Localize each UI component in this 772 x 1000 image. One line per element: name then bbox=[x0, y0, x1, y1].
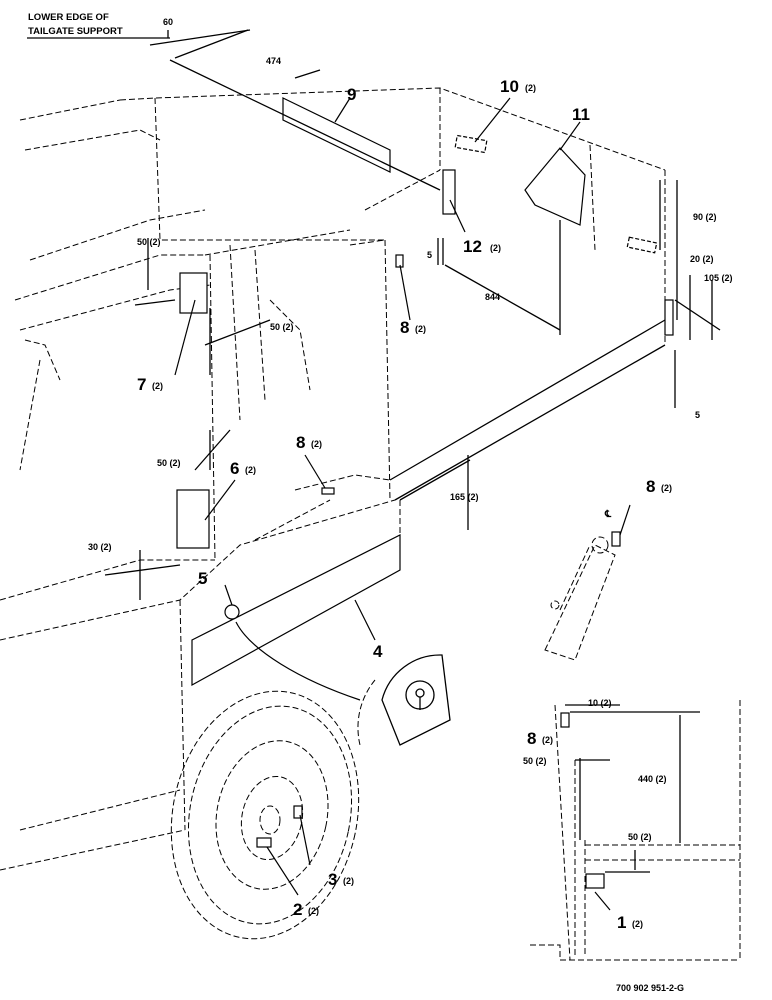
callout-8-linkage: 8 bbox=[646, 477, 655, 496]
dim-50-mid: 50 (2) bbox=[270, 322, 294, 332]
decal-9 bbox=[282, 97, 391, 173]
dim-105: 105 (2) bbox=[704, 273, 733, 283]
reflector-triangle-11 bbox=[524, 147, 586, 226]
inset-dim-10: 10 (2) bbox=[588, 698, 612, 708]
decal-8-frame bbox=[321, 487, 335, 495]
callout-1-qty: (2) bbox=[632, 919, 643, 929]
callout-8-inset-qty: (2) bbox=[542, 735, 553, 745]
callout-8-inset: 8 bbox=[527, 729, 536, 748]
callout-3: 3 bbox=[328, 870, 337, 889]
callout-10: 10 bbox=[500, 77, 519, 96]
dim-90: 90 (2) bbox=[693, 212, 717, 222]
callout-1: 1 bbox=[617, 913, 626, 932]
note-line-2: TAILGATE SUPPORT bbox=[28, 26, 123, 37]
decal-2 bbox=[256, 837, 272, 848]
callout-8-linkage-qty: (2) bbox=[661, 483, 672, 493]
dim-5-right: 5 bbox=[695, 410, 700, 420]
dim-50-lower: 50 (2) bbox=[157, 458, 181, 468]
header-note: LOWER EDGE OF TAILGATE SUPPORT bbox=[28, 12, 123, 37]
inset-detail bbox=[530, 700, 741, 961]
callout-7: 7 bbox=[137, 375, 146, 394]
machine-outline bbox=[0, 87, 666, 940]
dim-474: 474 bbox=[266, 56, 281, 66]
linkage-detail bbox=[357, 531, 621, 746]
callout-6: 6 bbox=[230, 459, 239, 478]
dimension-lines bbox=[27, 29, 721, 600]
drawing-number: 700 902 951-2-G bbox=[616, 983, 684, 993]
callout-3-qty: (2) bbox=[343, 876, 354, 886]
callout-12: 12 bbox=[463, 237, 482, 256]
callout-12-qty: (2) bbox=[490, 243, 501, 253]
decal-8-upper bbox=[395, 254, 404, 268]
decal-10 bbox=[454, 134, 488, 154]
callout-8-frame: 8 bbox=[296, 433, 305, 452]
dim-165: 165 (2) bbox=[450, 492, 479, 502]
dimension-labels: 60 474 50 (2) 50 (2) 50 (2) 30 (2) 5 844… bbox=[88, 17, 733, 842]
dim-60: 60 bbox=[163, 17, 173, 27]
callout-10-qty: (2) bbox=[525, 83, 536, 93]
leader-lines bbox=[174, 97, 631, 896]
dim-20: 20 (2) bbox=[690, 254, 714, 264]
callout-9: 9 bbox=[347, 85, 356, 104]
callout-8-upper: 8 bbox=[400, 318, 409, 337]
inset-dim-440: 440 (2) bbox=[638, 774, 667, 784]
dim-30: 30 (2) bbox=[88, 542, 112, 552]
inset-dim-50-side: 50 (2) bbox=[523, 756, 547, 766]
inset-dim-50-bottom: 50 (2) bbox=[628, 832, 652, 842]
callout-8-upper-qty: (2) bbox=[415, 324, 426, 334]
note-line-1: LOWER EDGE OF bbox=[28, 12, 109, 23]
decal-3 bbox=[293, 805, 303, 819]
dim-5-left: 5 bbox=[427, 250, 432, 260]
centerline-symbol: ℄ bbox=[604, 509, 612, 520]
callout-5: 5 bbox=[198, 569, 207, 588]
dim-50-upper: 50 (2) bbox=[137, 237, 161, 247]
callout-8-frame-qty: (2) bbox=[311, 439, 322, 449]
callout-7-qty: (2) bbox=[152, 381, 163, 391]
decal-5-dot bbox=[224, 604, 240, 620]
dim-844: 844 bbox=[485, 292, 500, 302]
decal-6 bbox=[176, 489, 210, 549]
callout-labels: 9 10 (2) 11 12 (2) 8 (2) 7 (2) 8 (2) 6 (… bbox=[137, 77, 672, 932]
callout-2: 2 bbox=[293, 900, 302, 919]
callout-6-qty: (2) bbox=[245, 465, 256, 475]
callout-4: 4 bbox=[373, 642, 383, 661]
decal-right-wall bbox=[626, 236, 658, 254]
decal-8-right bbox=[664, 299, 674, 336]
callout-11: 11 bbox=[572, 105, 590, 124]
callout-2-qty: (2) bbox=[308, 906, 319, 916]
